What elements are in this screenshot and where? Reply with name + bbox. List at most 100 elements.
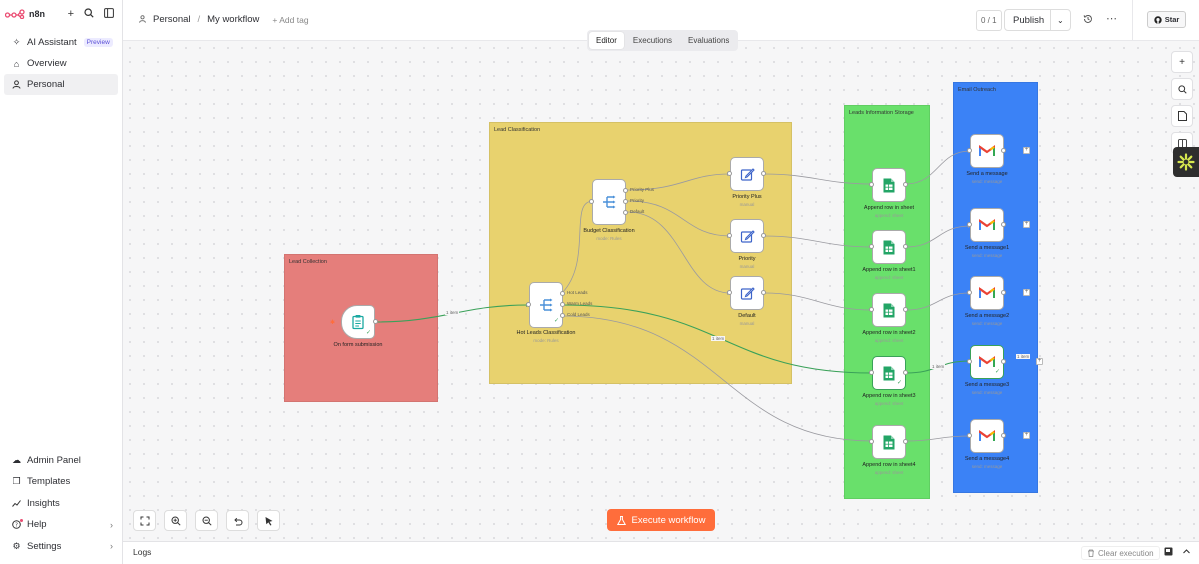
divider (1132, 0, 1133, 41)
sidebar-item-overview[interactable]: ⌂ Overview (4, 53, 118, 74)
chevron-down-icon[interactable]: ⌄ (1049, 10, 1070, 30)
input-port[interactable] (727, 290, 732, 295)
output-port[interactable] (903, 370, 908, 375)
input-port[interactable] (727, 171, 732, 176)
tab-evaluations[interactable]: Evaluations (688, 36, 730, 45)
edge-label: 1 item (931, 364, 946, 369)
output-port[interactable] (1001, 433, 1006, 438)
sidebar-item-help[interactable]: ? Help › (4, 514, 119, 536)
add-node-button[interactable]: + (1023, 147, 1030, 154)
n8n-logo[interactable]: n8n (5, 9, 45, 19)
sticky-title: Leads Information Storage (849, 110, 914, 116)
output-port[interactable] (903, 439, 908, 444)
output-port[interactable] (560, 291, 565, 296)
workflow-canvas[interactable]: Lead Collection Lead Classification Lead… (123, 41, 1199, 541)
sidebar-item-admin-panel[interactable]: ☁ Admin Panel (4, 450, 119, 472)
input-port[interactable] (869, 244, 874, 249)
node-default[interactable] (730, 276, 764, 310)
output-port[interactable] (1001, 290, 1006, 295)
node-subtitle: manual (739, 202, 755, 207)
output-port[interactable] (761, 233, 766, 238)
input-port[interactable] (869, 307, 874, 312)
add-node-button[interactable]: + (1023, 289, 1030, 296)
chevron-up-icon[interactable] (1182, 547, 1191, 558)
output-port[interactable] (1001, 359, 1006, 364)
input-port[interactable] (526, 302, 531, 307)
publish-button[interactable]: Publish ⌄ (1004, 9, 1071, 31)
sidebar-item-personal[interactable]: Personal (4, 74, 118, 95)
add-node-button[interactable]: + (1036, 358, 1043, 365)
more-options-icon[interactable]: ⋯ (1106, 13, 1117, 25)
node-append-row-in-sheet2[interactable] (872, 293, 906, 327)
node-priority-plus[interactable] (730, 157, 764, 191)
input-port[interactable] (967, 290, 972, 295)
output-port[interactable] (903, 244, 908, 249)
input-port[interactable] (869, 370, 874, 375)
flower-widget-icon[interactable] (1173, 147, 1199, 177)
input-port[interactable] (967, 222, 972, 227)
node-send-a-message1[interactable] (970, 208, 1004, 242)
search-icon[interactable] (84, 7, 94, 21)
breadcrumb-project[interactable]: Personal (153, 14, 191, 25)
success-check-icon: ✓ (366, 330, 372, 336)
history-icon[interactable] (1083, 14, 1093, 27)
node-append-row-in-sheet1[interactable] (872, 230, 906, 264)
output-port[interactable] (903, 182, 908, 187)
node-send-a-message4[interactable] (970, 419, 1004, 453)
zoom-in-icon[interactable] (164, 510, 187, 531)
add-node-button[interactable]: + (1023, 432, 1030, 439)
logs-label[interactable]: Logs (133, 547, 152, 557)
input-port[interactable] (967, 359, 972, 364)
undo-icon[interactable] (226, 510, 249, 531)
input-port[interactable] (869, 439, 874, 444)
output-port[interactable] (623, 210, 628, 215)
output-label: Priority Plus (630, 187, 655, 192)
sidebar-bottom: ☁ Admin Panel ❒ Templates Insights ? Hel… (0, 450, 123, 558)
input-port[interactable] (589, 199, 594, 204)
sidebar: n8n + ✧ AI Assistant Preview ⌂ Overview (0, 0, 123, 564)
add-tag-button[interactable]: + Add tag (272, 14, 309, 25)
input-port[interactable] (869, 182, 874, 187)
tab-executions[interactable]: Executions (632, 36, 673, 45)
search-icon[interactable] (1171, 78, 1193, 100)
clear-execution-button[interactable]: Clear execution (1081, 546, 1160, 560)
node-priority[interactable] (730, 219, 764, 253)
output-port[interactable] (373, 319, 378, 324)
output-port[interactable] (761, 290, 766, 295)
add-node-icon[interactable]: + (1171, 51, 1193, 73)
sidebar-item-ai-assistant[interactable]: ✧ AI Assistant Preview (4, 32, 118, 53)
output-port[interactable] (623, 199, 628, 204)
node-send-a-message2[interactable] (970, 276, 1004, 310)
add-node-button[interactable]: + (1023, 221, 1030, 228)
github-star-button[interactable]: Star (1147, 11, 1186, 28)
output-port[interactable] (761, 171, 766, 176)
workflow-name[interactable]: My workflow (207, 14, 260, 25)
sidebar-item-settings[interactable]: ⚙ Settings › (4, 536, 119, 558)
zoom-out-icon[interactable] (195, 510, 218, 531)
output-port[interactable] (1001, 148, 1006, 153)
node-send-a-message[interactable] (970, 134, 1004, 168)
plus-icon[interactable]: + (67, 7, 74, 20)
node-append-row-in-sheet4[interactable] (872, 425, 906, 459)
output-port[interactable] (560, 302, 565, 307)
execute-workflow-label: Execute workflow (631, 514, 706, 526)
tab-editor[interactable]: Editor (589, 32, 624, 49)
node-budget-classification[interactable] (592, 179, 626, 225)
input-port[interactable] (967, 433, 972, 438)
input-port[interactable] (967, 148, 972, 153)
execute-workflow-button[interactable]: Execute workflow (607, 509, 715, 531)
output-port[interactable] (560, 313, 565, 318)
output-port[interactable] (623, 188, 628, 193)
input-port[interactable] (727, 233, 732, 238)
sidebar-item-templates[interactable]: ❒ Templates (4, 471, 119, 493)
sticky-note-icon[interactable] (1171, 105, 1193, 127)
pointer-icon[interactable] (257, 510, 280, 531)
output-port[interactable] (1001, 222, 1006, 227)
output-port[interactable] (903, 307, 908, 312)
sidebar-toggle-icon[interactable] (104, 7, 114, 21)
popout-icon[interactable] (1164, 547, 1173, 558)
fit-view-icon[interactable] (133, 510, 156, 531)
sidebar-item-insights[interactable]: Insights (4, 493, 119, 515)
gear-icon: ⚙ (12, 540, 21, 551)
node-append-row-in-sheet[interactable] (872, 168, 906, 202)
